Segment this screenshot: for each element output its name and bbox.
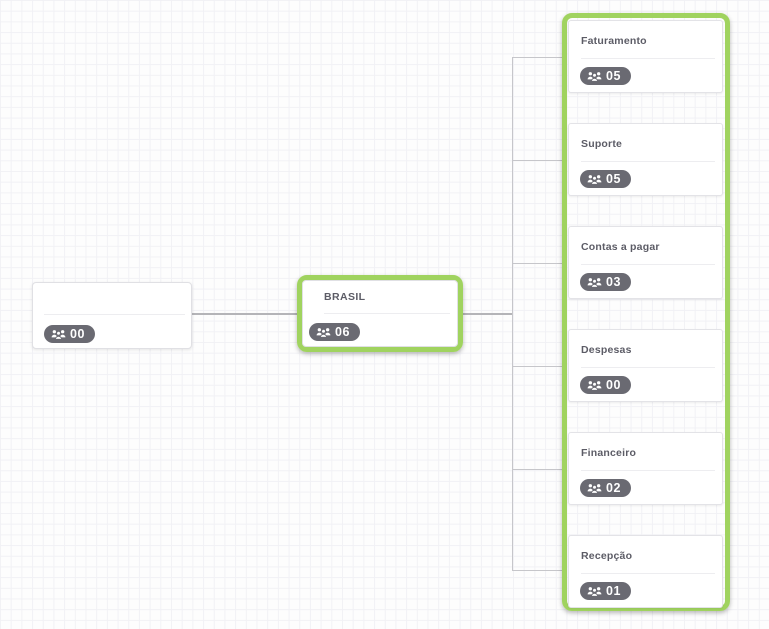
member-count: 02 [606,481,621,495]
connector-stub-faturamento [512,57,562,58]
member-count: 05 [606,172,621,186]
node-title: Contas a pagar [581,241,660,253]
node-title: BRASIL [324,291,366,303]
users-group-icon [51,329,66,340]
node-divider [324,313,450,314]
node-title: Suporte [581,138,623,150]
children-group-highlight: Faturamento 05 Suporte [562,13,730,611]
org-node-despesas[interactable]: Despesas 00 [568,329,723,402]
connector-trunk [512,57,513,571]
users-group-icon [587,586,602,597]
member-count: 05 [606,69,621,83]
member-count: 06 [335,325,350,339]
org-node-root[interactable]: 00 [32,282,192,349]
member-count: 03 [606,275,621,289]
member-count-badge[interactable]: 03 [580,273,631,291]
member-count-badge[interactable]: 00 [44,325,95,343]
org-node-brasil[interactable]: BRASIL 06 [302,280,458,347]
users-group-icon [587,277,602,288]
member-count: 01 [606,584,621,598]
connector-stub-contas-a-pagar [512,263,562,264]
node-divider [581,161,715,162]
org-node-recepcao[interactable]: Recepção 01 [568,535,723,608]
node-title: Despesas [581,344,632,356]
node-title: Recepção [581,550,633,562]
org-node-financeiro[interactable]: Financeiro 02 [568,432,723,505]
member-count-badge[interactable]: 05 [580,170,631,188]
users-group-icon [587,71,602,82]
users-group-icon [587,174,602,185]
node-divider [44,314,185,315]
org-node-suporte[interactable]: Suporte 05 [568,123,723,196]
users-group-icon [587,380,602,391]
node-title: Financeiro [581,447,637,459]
member-count-badge[interactable]: 02 [580,479,631,497]
connector-stub-recepcao [512,570,562,571]
users-group-icon [316,327,331,338]
org-node-faturamento[interactable]: Faturamento 05 [568,20,723,93]
node-divider [581,470,715,471]
org-node-parent-highlight[interactable]: BRASIL 06 [297,275,463,352]
member-count-badge[interactable]: 01 [580,582,631,600]
member-count: 00 [606,378,621,392]
member-count-badge[interactable]: 05 [580,67,631,85]
connector-stub-financeiro [512,469,562,470]
node-title: Faturamento [581,35,647,47]
connector-parent-to-trunk [463,313,512,315]
connector-stub-suporte [512,160,562,161]
org-node-contas-a-pagar[interactable]: Contas a pagar 03 [568,226,723,299]
member-count: 00 [70,327,85,341]
member-count-badge[interactable]: 00 [580,376,631,394]
node-divider [581,58,715,59]
users-group-icon [587,483,602,494]
node-divider [581,264,715,265]
connector-root-to-parent [192,313,297,315]
node-divider [581,367,715,368]
connector-stub-despesas [512,366,562,367]
member-count-badge[interactable]: 06 [309,323,360,341]
node-divider [581,573,715,574]
